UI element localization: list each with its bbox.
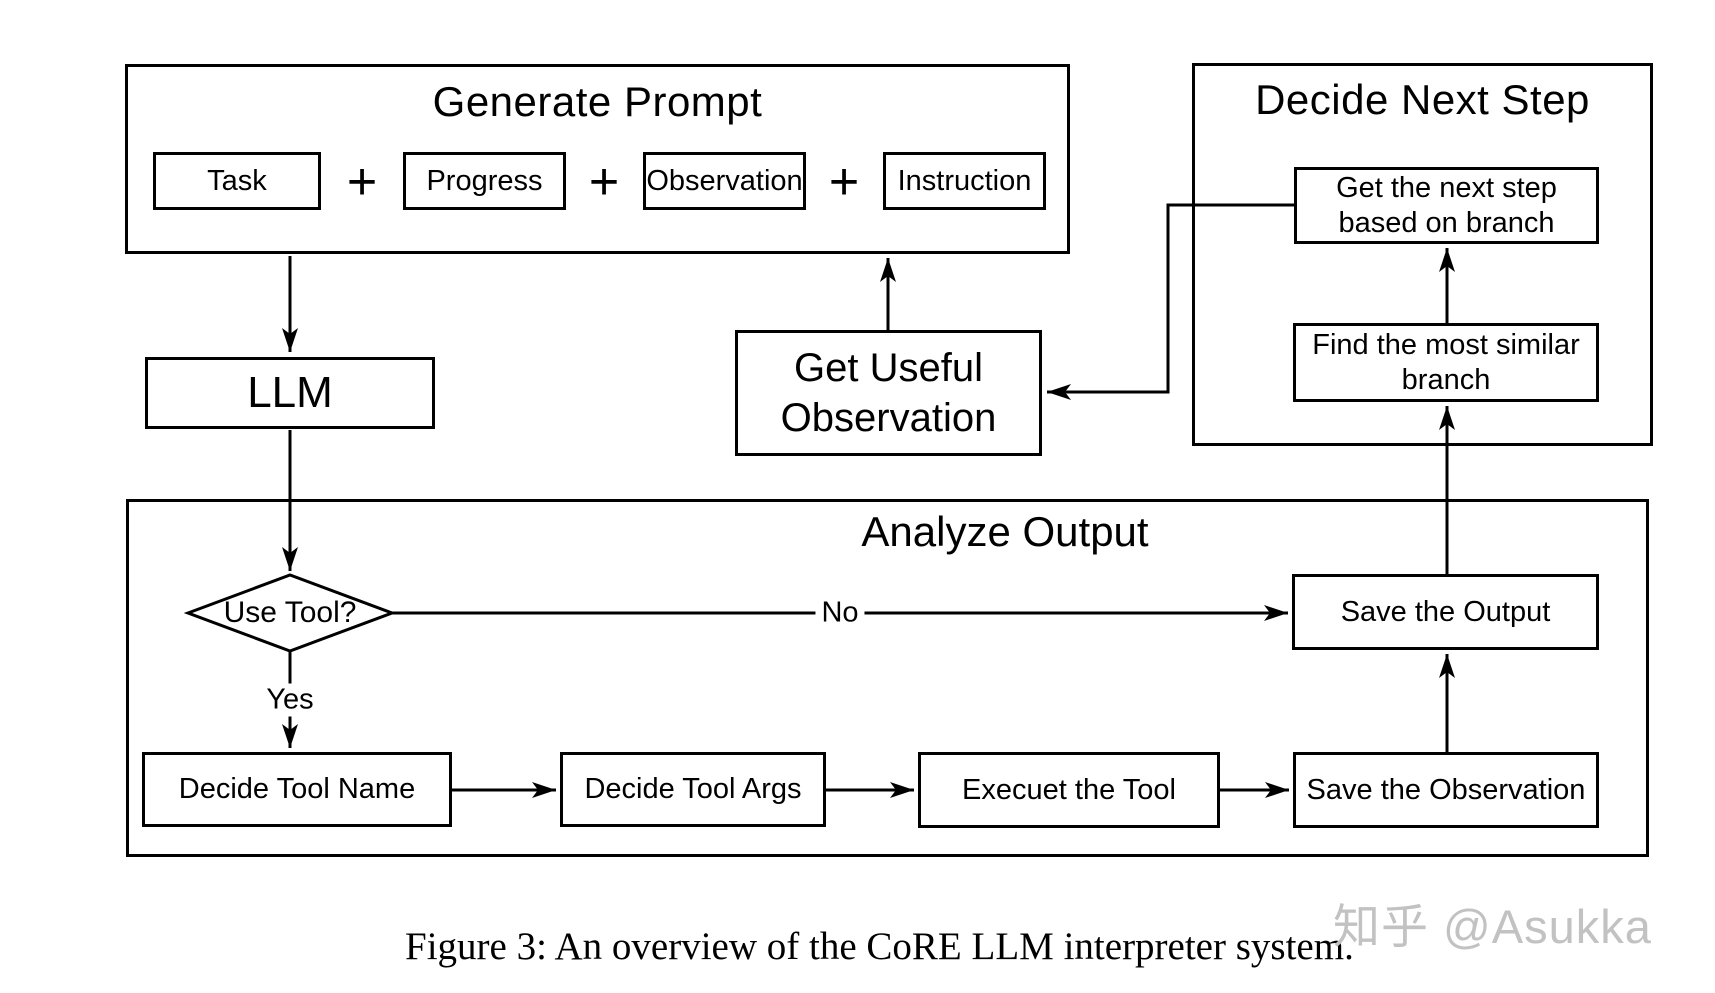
get-next-step-label: Get the next step based on branch	[1336, 172, 1557, 239]
decide-tool-name-label: Decide Tool Name	[178, 773, 416, 806]
decide-next-step-group: Decide Next Step	[1192, 63, 1653, 446]
observation-label: Observation	[646, 164, 803, 197]
plus-sign-2: +	[588, 153, 620, 211]
progress-label: Progress	[426, 164, 543, 197]
save-output-label: Save the Output	[1340, 595, 1551, 628]
plus-sign-1: +	[346, 153, 378, 211]
decide-next-step-title: Decide Next Step	[1255, 76, 1590, 123]
find-similar-branch-node: Find the most similar branch	[1293, 323, 1599, 402]
get-useful-observation-label: Get Useful Observation	[780, 346, 997, 440]
llm-node: LLM	[145, 357, 435, 429]
generate-prompt-title: Generate Prompt	[432, 78, 763, 125]
yes-edge-label: Yes	[260, 683, 320, 717]
instruction-node: Instruction	[883, 152, 1046, 210]
analyze-output-group	[126, 499, 1649, 857]
generate-prompt-group: Generate Prompt	[125, 64, 1070, 254]
plus-sign-3: +	[828, 153, 860, 211]
analyze-output-title: Analyze Output	[861, 508, 1149, 555]
get-useful-observation-node: Get Useful Observation	[735, 330, 1042, 456]
use-tool-diamond	[183, 573, 397, 653]
llm-label: LLM	[247, 368, 333, 418]
save-observation-label: Save the Observation	[1306, 773, 1586, 806]
arrow-getnextstep-to-getusefulobservation	[1047, 203, 1294, 400]
task-label: Task	[207, 164, 267, 197]
get-next-step-node: Get the next step based on branch	[1294, 167, 1599, 244]
figure-caption: Figure 3: An overview of the CoRE LLM in…	[405, 925, 1354, 968]
find-similar-branch-label: Find the most similar branch	[1312, 329, 1580, 396]
execute-tool-label: Execuet the Tool	[962, 773, 1176, 806]
progress-node: Progress	[403, 152, 566, 210]
no-edge-label: No	[815, 596, 865, 630]
decide-tool-args-label: Decide Tool Args	[584, 773, 802, 806]
observation-node: Observation	[643, 152, 806, 210]
decide-tool-args-node: Decide Tool Args	[560, 752, 826, 827]
task-node: Task	[153, 152, 321, 210]
save-observation-node: Save the Observation	[1293, 752, 1599, 828]
execute-tool-node: Execuet the Tool	[918, 752, 1220, 828]
decide-tool-name-node: Decide Tool Name	[142, 752, 452, 827]
use-tool-label: Use Tool?	[223, 596, 357, 629]
watermark: 知乎 @Asukka	[1333, 900, 1652, 953]
save-output-node: Save the Output	[1292, 574, 1599, 650]
instruction-label: Instruction	[897, 164, 1032, 197]
